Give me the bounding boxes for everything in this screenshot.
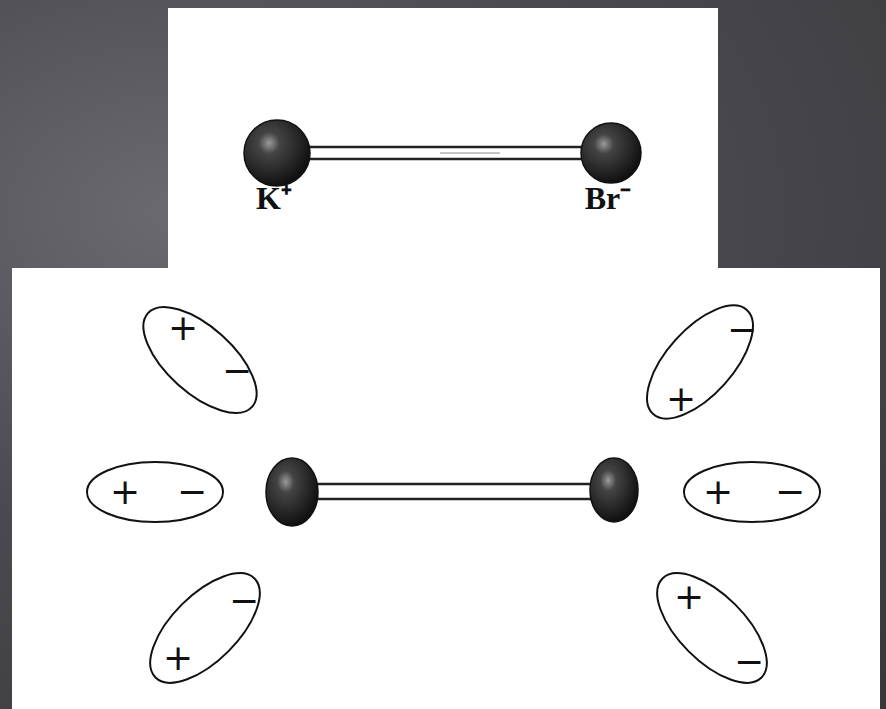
charge-sign: + — [666, 381, 696, 417]
dipole-outline — [124, 284, 276, 436]
dipole-outline — [636, 552, 788, 704]
top-panel — [168, 8, 718, 274]
water-dipole: +− — [636, 552, 788, 704]
ion-label: K⁺ — [256, 182, 292, 214]
charge-sign: − — [727, 312, 757, 348]
charge-sign: − — [229, 583, 259, 619]
water-dipole: +− — [81, 418, 229, 566]
charge-sign: + — [703, 474, 733, 510]
charge-sign: − — [177, 474, 207, 510]
dipole-outline — [129, 552, 281, 704]
water-dipole: −+ — [129, 552, 281, 704]
water-dipole: −+ — [624, 286, 776, 438]
charge-sign: − — [775, 474, 805, 510]
charge-sign: + — [163, 640, 193, 676]
charge-sign: + — [168, 310, 198, 346]
charge-sign: − — [222, 353, 252, 389]
bottom-panel — [12, 268, 880, 709]
charge-sign: − — [734, 644, 764, 680]
dipole-outline — [624, 286, 776, 438]
solvated-molecule — [266, 458, 638, 526]
ion-label: Br⁻ — [585, 182, 632, 214]
charge-sign: + — [110, 474, 140, 510]
kbr-molecule — [244, 120, 641, 186]
water-dipole: +− — [678, 418, 826, 566]
water-dipole: +− — [124, 284, 276, 436]
charge-sign: + — [674, 579, 704, 615]
